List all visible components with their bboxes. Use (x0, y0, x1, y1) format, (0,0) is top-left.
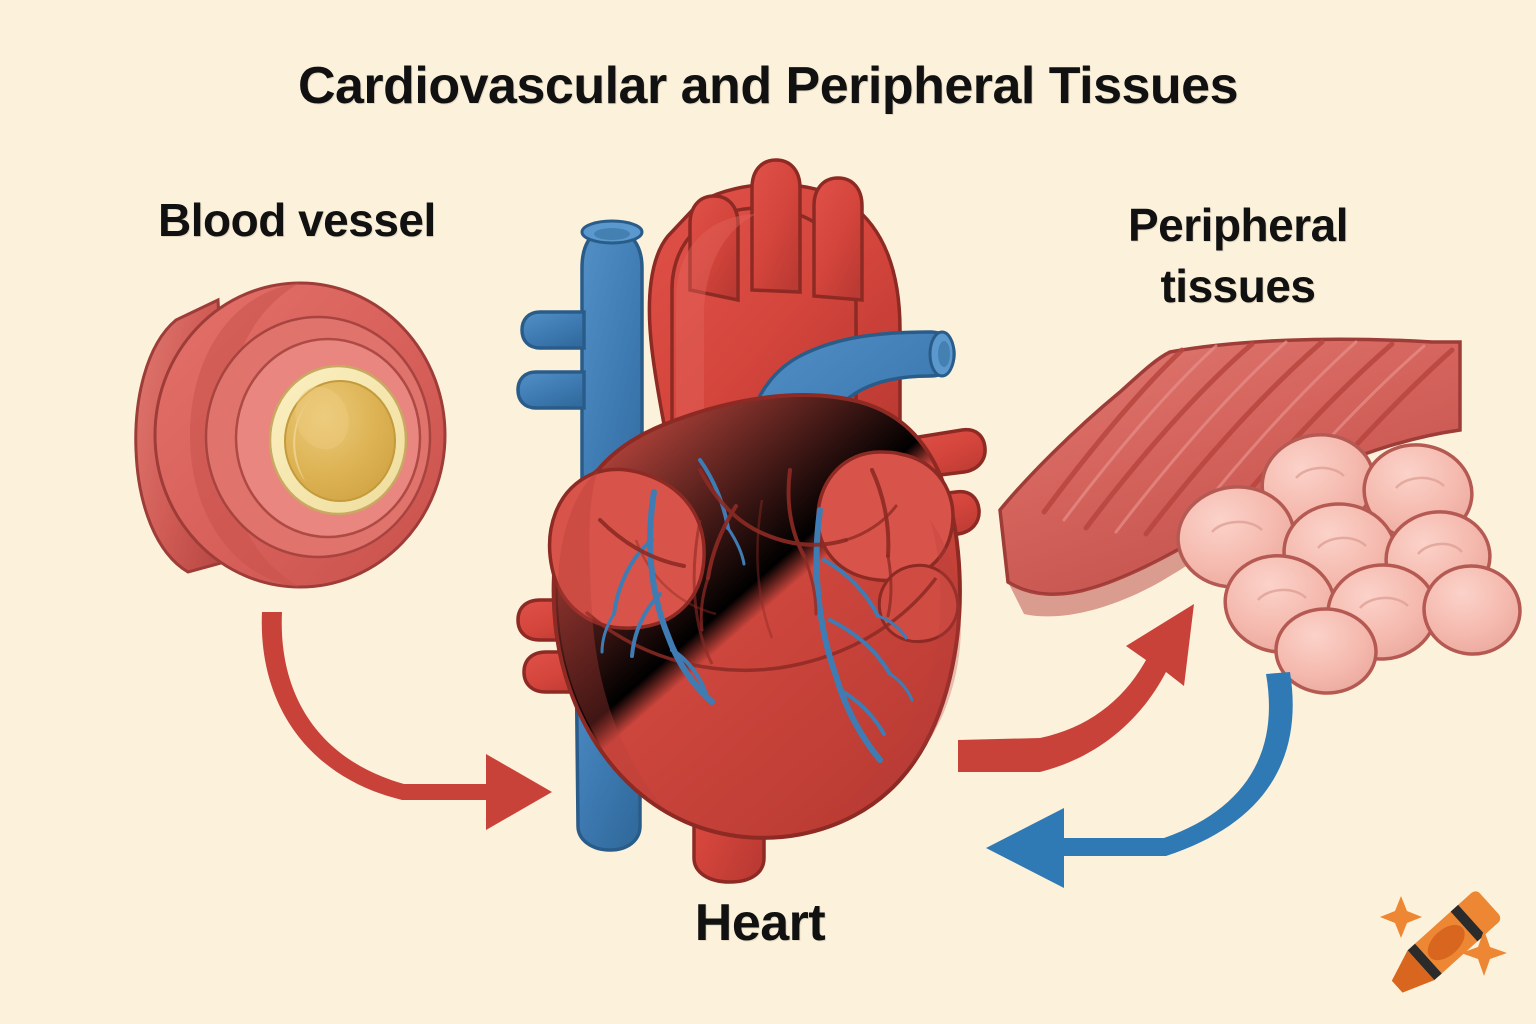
label-peripheral-line1: Peripheral (1128, 199, 1349, 251)
arrow-tissues-to-heart-shape (986, 672, 1293, 888)
arrow-vessel-to-heart-shape (261, 612, 552, 830)
arrow-heart-to-tissues-shape (958, 604, 1194, 772)
blood-vessel-illustration (134, 281, 447, 589)
label-peripheral-tissues: Peripheral tissues (1078, 195, 1398, 316)
peripheral-tissues-illustration (998, 337, 1522, 695)
label-blood-vessel: Blood vessel (158, 194, 436, 246)
label-heart: Heart (694, 894, 826, 952)
crayon-watermark-shape (1380, 891, 1507, 993)
heart-illustration (516, 158, 987, 884)
page-title: Cardiovascular and Peripheral Tissues (297, 57, 1239, 115)
label-peripheral-line2: tissues (1160, 259, 1316, 312)
